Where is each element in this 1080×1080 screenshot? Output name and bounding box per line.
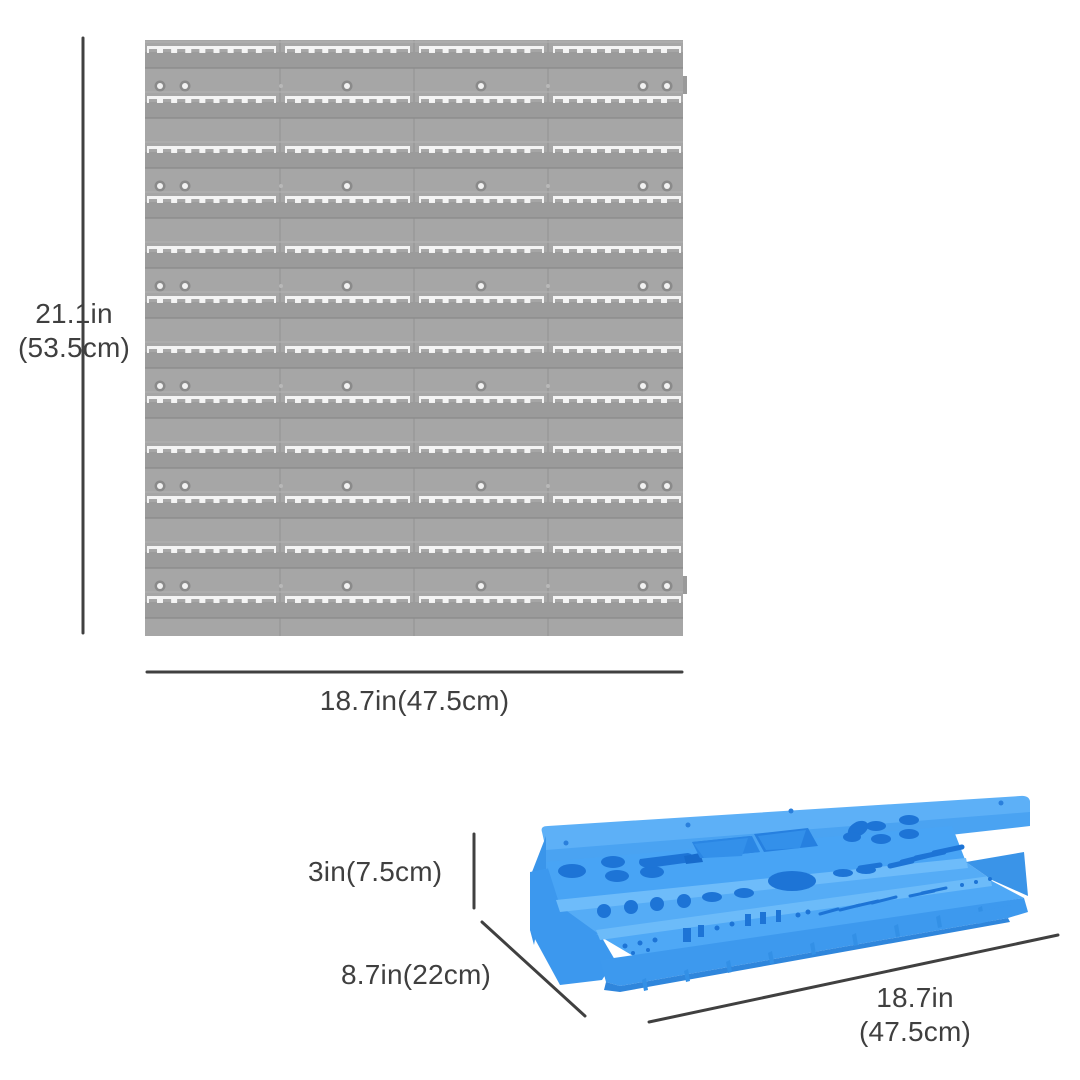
- panel-height-label: 21.1in (53.5cm): [4, 297, 144, 365]
- tray-depth-label: 8.7in(22cm): [341, 959, 492, 990]
- tray-width-in: 18.7in: [876, 982, 954, 1013]
- tray-depth-dimension-line: [480, 920, 587, 1018]
- panel-height-cm: (53.5cm): [17, 332, 131, 363]
- tray-height-label: 3in(7.5cm): [308, 856, 443, 887]
- tray-width-dimension-line: [647, 933, 1060, 1024]
- wall-panel: [145, 40, 687, 636]
- tool-tray: [530, 795, 1030, 992]
- tray-width-label: 18.7in (47.5cm): [840, 981, 990, 1049]
- tray-width-cm: (47.5cm): [858, 1016, 972, 1047]
- panel-height-in: 21.1in: [35, 298, 113, 329]
- panel-width-label: 18.7in(47.5cm): [319, 685, 510, 716]
